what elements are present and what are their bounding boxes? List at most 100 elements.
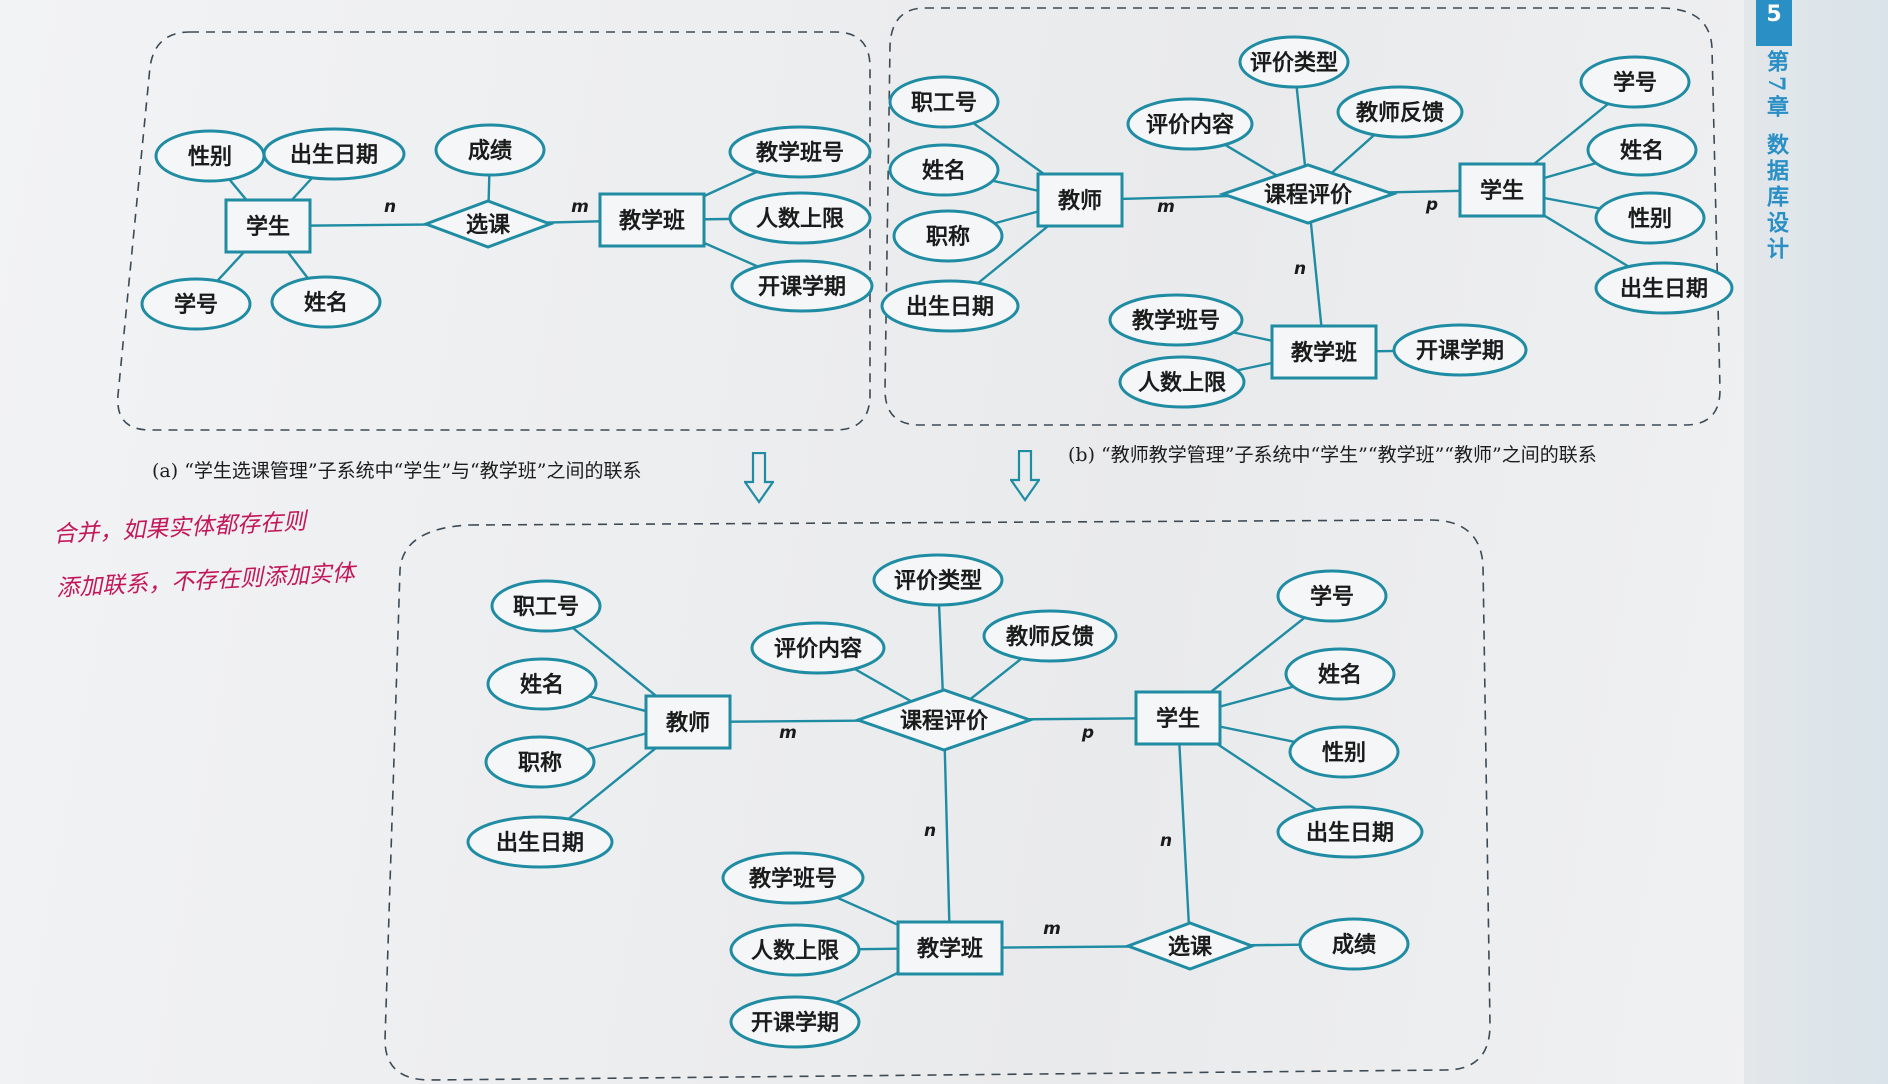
cardinality-label: p [1081,723,1094,743]
entity-b-student: 学生 [1458,162,1546,218]
node-label: 学生 [1480,178,1524,204]
entity-box [896,920,1004,976]
attribute-a-classno: 教学班号 [728,125,872,179]
attribute-ellipse [1118,355,1246,409]
down-arrow-icon [744,452,774,504]
node-label: 开课学期 [1416,338,1504,364]
attribute-c-evcontent: 评价内容 [750,621,886,675]
attribute-b-sgender: 性别 [1594,191,1706,245]
chapter-title: 第7章 数据库设计 [1763,50,1789,263]
entity-b-teacher: 教师 [1036,172,1124,228]
entity-c-teacher: 教师 [644,694,732,750]
relationship-c-select: 选课 [1123,921,1257,971]
attribute-c-classno: 教学班号 [721,851,865,905]
attribute-ellipse [1276,805,1424,859]
node-label: 教师 [1058,188,1102,214]
attribute-ellipse [892,209,1004,263]
region-merged-border [384,519,1491,1081]
attribute-ellipse [486,657,598,711]
attribute-ellipse [1284,647,1396,701]
node-label: 职工号 [513,595,579,620]
attribute-ellipse [729,995,861,1049]
node-label: 职工号 [911,91,977,116]
node-label: 教学班号 [1132,308,1220,334]
attribute-ellipse [1579,55,1691,109]
attribute-ellipse [1238,35,1350,89]
entity-a-class: 教学班 [598,192,706,248]
attribute-b-title: 职称 [892,209,1004,263]
attribute-ellipse [270,275,382,329]
attribute-c-feedback: 教师反馈 [982,609,1118,663]
attribute-ellipse [1594,261,1734,315]
down-arrow-icon [1010,450,1040,502]
attribute-c-sno: 学号 [1276,569,1388,623]
attribute-a-gender: 性别 [154,129,266,183]
attribute-ellipse [721,851,865,905]
connector-line [1176,717,1192,947]
attribute-ellipse [1336,85,1464,139]
cardinality-label: p [1425,195,1438,215]
entity-c-class: 教学班 [896,920,1004,976]
attribute-b-sno: 学号 [1579,55,1691,109]
relationship-diamond [421,199,555,249]
node-label: 学生 [246,214,290,240]
node-label: 开课学期 [751,1010,839,1036]
region-b-border [884,7,1721,426]
node-label: 选课 [1168,935,1213,960]
relationship-diamond [1123,921,1257,971]
attribute-ellipse [729,923,861,977]
entity-box [224,198,312,254]
node-label: 职称 [518,750,562,776]
node-label: 教学班 [619,208,685,234]
node-label: 评价内容 [774,636,862,662]
attribute-c-tname: 姓名 [486,657,598,711]
node-label: 姓名 [1620,138,1664,164]
entity-box [1134,690,1222,746]
attribute-b-tno: 职工号 [888,75,1000,129]
caption-a: (a) “学生选课管理”子系统中“学生”与“教学班”之间的联系 [152,460,642,482]
entity-box [1270,324,1378,380]
node-label: 出生日期 [290,143,378,168]
node-label: 成绩 [1332,932,1376,958]
attribute-ellipse [484,735,596,789]
node-label: 姓名 [922,158,966,184]
attribute-ellipse [1586,123,1698,177]
attribute-c-tbirth: 出生日期 [466,815,614,869]
attribute-b-term: 开课学期 [1392,323,1528,377]
relationship-diamond [1218,163,1398,225]
cardinality-label: m [1157,197,1175,217]
node-label: 人数上限 [756,206,844,232]
cardinality-label: n [924,821,936,841]
attribute-a-term: 开课学期 [730,259,874,313]
cardinality-label: n [1160,831,1172,851]
attribute-ellipse [888,143,1000,197]
node-label: 出生日期 [496,831,584,856]
relationship-b-eval: 课程评价 [1218,163,1398,225]
attribute-ellipse [728,191,872,245]
node-label: 姓名 [304,290,348,316]
attribute-c-sname: 姓名 [1284,647,1396,701]
node-label: 人数上限 [1138,370,1226,396]
attribute-ellipse [466,815,614,869]
attribute-ellipse [1276,569,1388,623]
node-label: 课程评价 [1264,183,1353,208]
attribute-ellipse [1594,191,1706,245]
attribute-a-sname: 姓名 [270,275,382,329]
node-label: 评价类型 [894,569,982,594]
attribute-c-title: 职称 [484,735,596,789]
node-label: 性别 [188,145,232,170]
attribute-c-sgender: 性别 [1288,725,1400,779]
node-label: 评价内容 [1146,112,1234,138]
node-label: 教师反馈 [1356,100,1444,126]
entity-box [1458,162,1546,218]
attribute-c-sbirth: 出生日期 [1276,805,1424,859]
entity-box [644,694,732,750]
attribute-b-sname: 姓名 [1586,123,1698,177]
attribute-b-limit: 人数上限 [1118,355,1246,409]
relationship-a-select: 选课 [421,199,555,249]
node-label: 出生日期 [906,295,994,320]
attribute-b-tbirth: 出生日期 [880,279,1020,333]
caption-b: (b) “教师教学管理”子系统中“学生”“教学班”“教师”之间的联系 [1068,444,1597,466]
